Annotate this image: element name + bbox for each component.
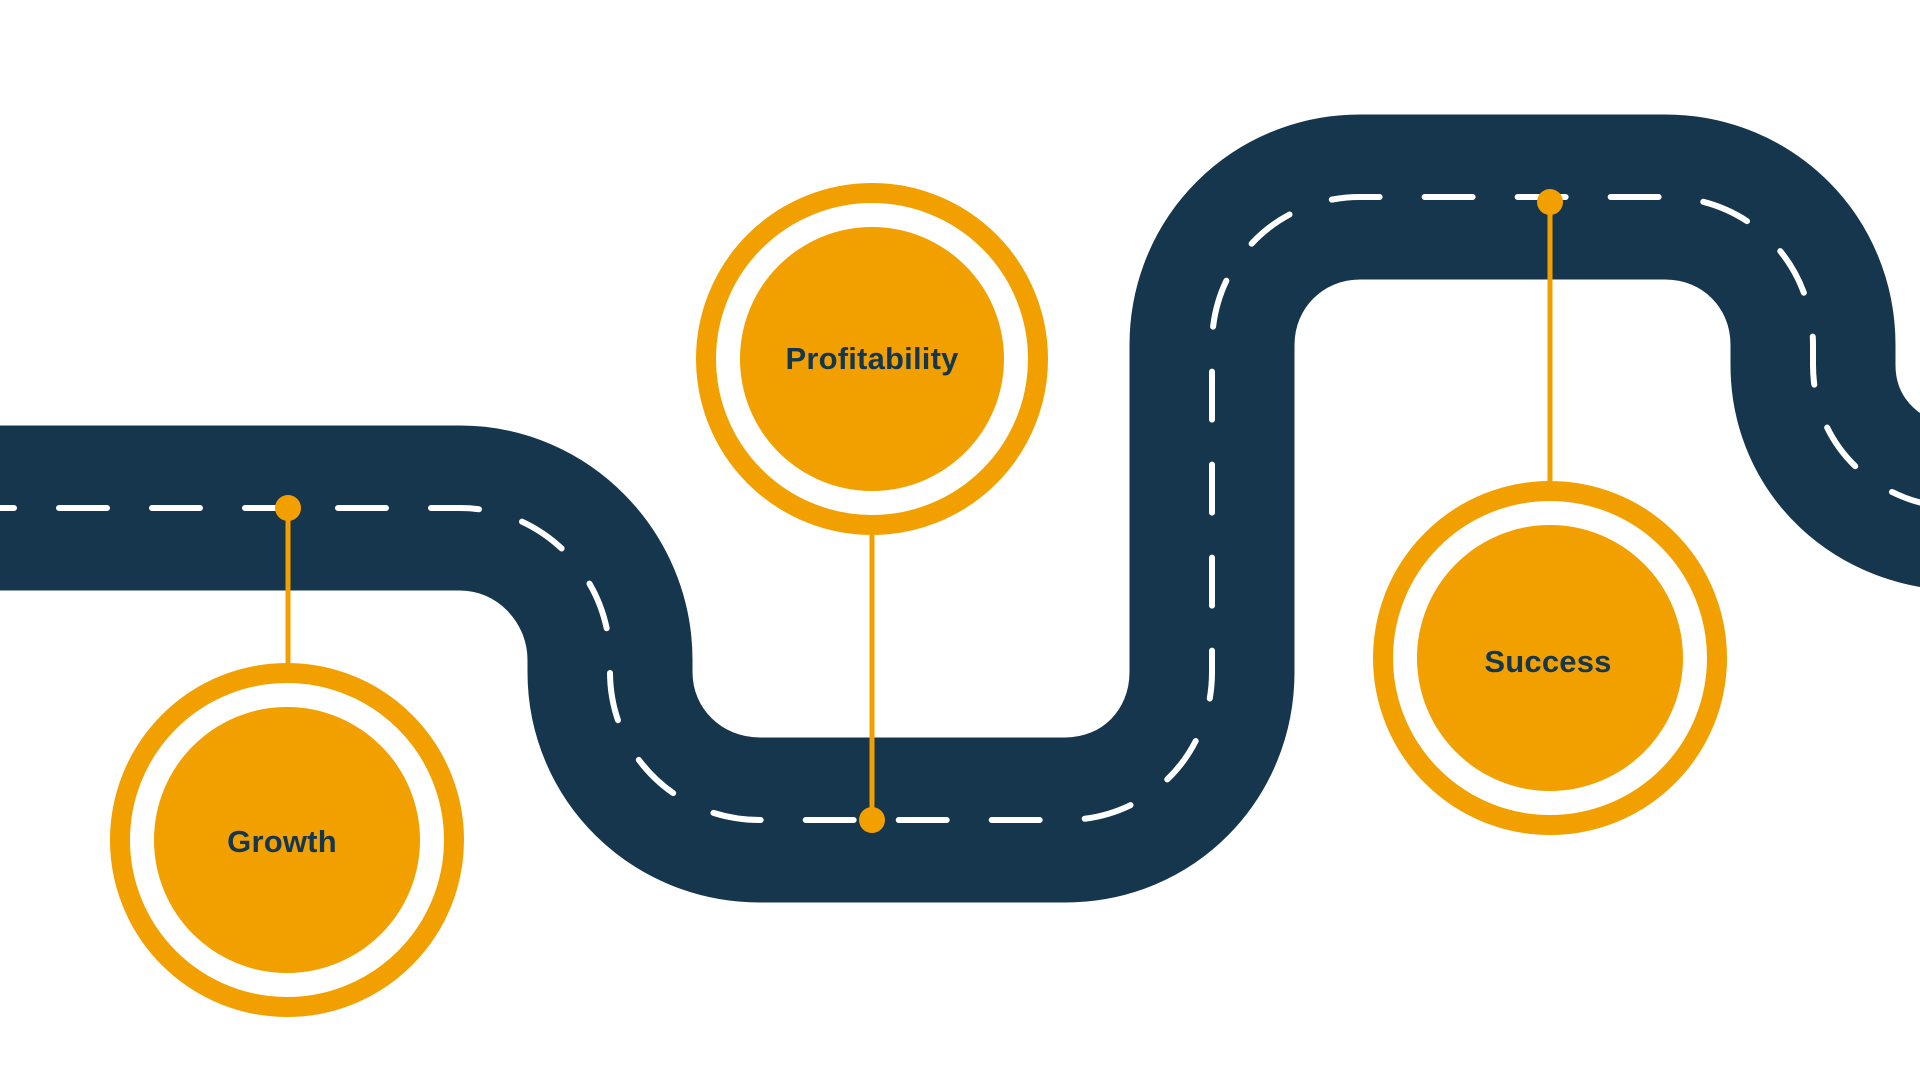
success-road-pin (1537, 189, 1563, 215)
profitability-outer-ring (696, 183, 1048, 535)
milestone-growth (110, 495, 464, 1017)
profitability-badge (740, 227, 1004, 491)
success-badge (1417, 525, 1683, 791)
success-label: Success (1484, 644, 1612, 679)
profitability-road-pin (859, 807, 885, 833)
road (0, 114, 1920, 903)
growth-outer-ring (110, 663, 464, 1017)
growth-label: Growth (227, 824, 337, 859)
growth-badge (154, 707, 420, 973)
profitability-label: Profitability (785, 341, 959, 376)
milestone-profitability (696, 183, 1048, 833)
growth-road-pin (275, 495, 301, 521)
lane-markings (0, 194, 1920, 823)
success-outer-ring (1373, 481, 1727, 835)
milestone-success (1373, 189, 1727, 835)
